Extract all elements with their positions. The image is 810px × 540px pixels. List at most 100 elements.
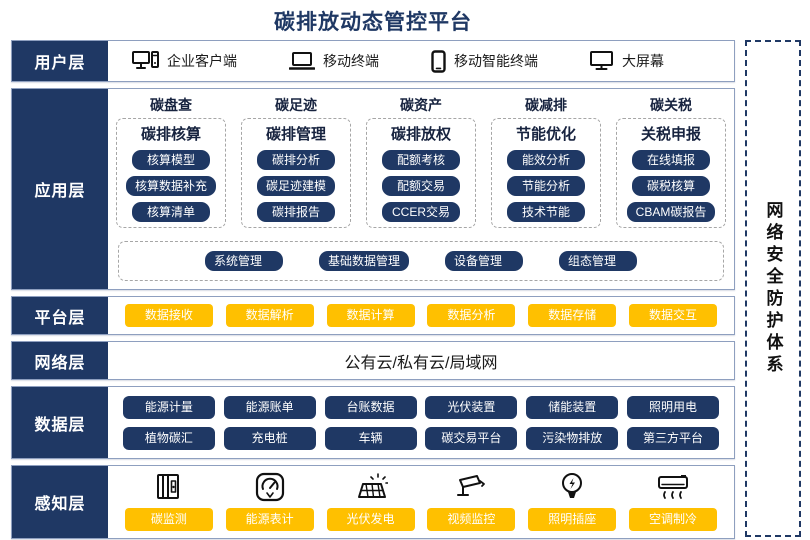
app-group-header: 碳足迹 — [275, 97, 317, 113]
app-group-header: 碳盘查 — [150, 97, 192, 113]
data-source-chip: 充电桩 — [223, 426, 316, 450]
data-source-chip: 照明用电 — [627, 395, 720, 419]
app-group-subheader: 节能优化 — [515, 126, 576, 143]
platform-layer-content: 数据接收 数据解析 数据计算 数据分析 数据存储 数据交互 — [108, 297, 734, 334]
perception-item-air-conditioning: 空调制冷 — [629, 468, 718, 531]
app-module-chip: CBAM碳报告 — [626, 202, 716, 222]
app-module-chip: 能效分析 — [507, 150, 585, 170]
platform-chip: 数据存储 — [528, 304, 617, 327]
monitor-icon — [590, 51, 614, 71]
application-layer-content: 碳盘查 碳排核算 核算模型 核算数据补充 核算清单 碳足迹 碳排管理 碳排分析 … — [108, 89, 734, 289]
app-module-chip: 节能分析 — [507, 176, 585, 196]
app-module-chip: CCER交易 — [382, 202, 460, 222]
data-source-chip: 碳交易平台 — [425, 426, 518, 450]
layer-user: 用户层 企业客户端 — [11, 40, 735, 82]
data-row-2: 植物碳汇 充电桩 车辆 碳交易平台 污染物排放 第三方平台 — [114, 426, 728, 450]
cctv-camera-icon — [455, 468, 487, 502]
energy-meter-icon — [255, 468, 285, 502]
layer-label-network: 网络层 — [12, 342, 108, 379]
app-group-carbon-footprint: 碳足迹 碳排管理 碳排分析 碳足迹建模 碳排报告 — [241, 95, 351, 228]
layer-data: 数据层 能源计量 能源账单 台账数据 光伏装置 储能装置 照明用电 植物碳汇 充… — [11, 386, 735, 459]
smartphone-icon — [431, 49, 446, 73]
user-item-smart-mobile: 移动智能终端 — [431, 49, 538, 73]
app-module-chip: 碳税核算 — [632, 176, 710, 196]
data-source-chip: 储能装置 — [526, 395, 619, 419]
app-common-chip: 基础数据管理 — [318, 251, 409, 271]
layer-platform: 平台层 数据接收 数据解析 数据计算 数据分析 数据存储 数据交互 — [11, 296, 735, 335]
app-module-chip: 配额考核 — [382, 150, 460, 170]
app-group-box: 碳排核算 核算模型 核算数据补充 核算清单 — [116, 118, 226, 228]
app-group-box: 关税申报 在线填报 碳税核算 CBAM碳报告 — [616, 118, 726, 228]
perception-chip: 视频监控 — [427, 508, 516, 531]
platform-chip: 数据分析 — [427, 304, 516, 327]
app-group-carbon-tariff: 碳关税 关税申报 在线填报 碳税核算 CBAM碳报告 — [616, 95, 726, 228]
app-group-carbon-asset: 碳资产 碳排放权 配额考核 配额交易 CCER交易 — [366, 95, 476, 228]
app-module-chip: 核算模型 — [132, 150, 210, 170]
perception-item-solar-power: 光伏发电 — [326, 468, 415, 531]
data-source-chip: 能源计量 — [122, 395, 215, 419]
light-bulb-icon — [560, 468, 584, 502]
app-common-chip: 系统管理 — [204, 251, 283, 271]
app-group-box: 碳排管理 碳排分析 碳足迹建模 碳排报告 — [241, 118, 351, 228]
data-layer-content: 能源计量 能源账单 台账数据 光伏装置 储能装置 照明用电 植物碳汇 充电桩 车… — [108, 387, 734, 458]
perception-chip: 光伏发电 — [326, 508, 415, 531]
data-source-chip: 光伏装置 — [425, 395, 518, 419]
app-module-chip: 碳足迹建模 — [256, 176, 335, 196]
user-item-big-screen: 大屏幕 — [590, 51, 664, 71]
app-group-box: 节能优化 能效分析 节能分析 技术节能 — [491, 118, 601, 228]
user-item-label: 移动智能终端 — [454, 53, 538, 69]
app-group-carbon-inventory: 碳盘查 碳排核算 核算模型 核算数据补充 核算清单 — [116, 95, 226, 228]
user-layer-content: 企业客户端 移动终端 移动智能终端 — [108, 41, 734, 81]
app-group-carbon-reduction: 碳减排 节能优化 能效分析 节能分析 技术节能 — [491, 95, 601, 228]
platform-chip: 数据解析 — [225, 304, 314, 327]
user-item-label: 大屏幕 — [622, 53, 664, 69]
laptop-icon — [289, 51, 315, 71]
architecture-diagram: 用户层 企业客户端 — [11, 40, 735, 539]
app-module-chip: 核算数据补充 — [125, 176, 216, 196]
data-source-chip: 污染物排放 — [526, 426, 619, 450]
data-source-chip: 车辆 — [324, 426, 417, 450]
desktop-pc-icon — [132, 51, 159, 71]
app-group-header: 碳资产 — [400, 97, 442, 113]
app-group-subheader: 碳排放权 — [390, 126, 451, 143]
app-group-subheader: 碳排核算 — [140, 126, 201, 143]
data-source-chip: 第三方平台 — [627, 426, 720, 450]
app-group-box: 碳排放权 配额考核 配额交易 CCER交易 — [366, 118, 476, 228]
solar-panel-icon — [354, 468, 388, 502]
air-conditioner-icon — [657, 468, 689, 502]
layer-label-application: 应用层 — [12, 89, 108, 289]
app-group-subheader: 关税申报 — [640, 126, 701, 143]
app-common-modules-box: 系统管理 基础数据管理 设备管理 组态管理 — [118, 241, 724, 281]
page-title: 碳排放动态管控平台 — [274, 11, 472, 34]
app-common-chip: 组态管理 — [559, 251, 637, 271]
app-module-chip: 核算清单 — [132, 202, 210, 222]
app-module-chip: 在线填报 — [632, 150, 710, 170]
platform-chip: 数据交互 — [629, 304, 718, 327]
user-item-label: 移动终端 — [323, 53, 379, 69]
security-panel-label: 网络安全防护体系 — [763, 200, 783, 377]
platform-chip: 数据计算 — [326, 304, 415, 327]
perception-chip: 能源表计 — [225, 508, 314, 531]
layer-label-user: 用户层 — [12, 41, 108, 81]
app-common-chip: 设备管理 — [445, 251, 523, 271]
user-item-enterprise-client: 企业客户端 — [132, 51, 237, 71]
app-group-subheader: 碳排管理 — [265, 126, 326, 143]
layer-application: 应用层 碳盘查 碳排核算 核算模型 核算数据补充 核算清单 碳足迹 碳排管理 — [11, 88, 735, 290]
data-row-1: 能源计量 能源账单 台账数据 光伏装置 储能装置 照明用电 — [114, 395, 728, 419]
layer-label-data: 数据层 — [12, 387, 108, 458]
platform-chip: 数据接收 — [124, 304, 213, 327]
data-source-chip: 能源账单 — [223, 395, 316, 419]
perception-item-energy-meter: 能源表计 — [225, 468, 314, 531]
app-module-chip: 碳排分析 — [257, 150, 335, 170]
app-module-chip: 碳排报告 — [257, 202, 335, 222]
layer-label-platform: 平台层 — [12, 297, 108, 334]
perception-item-video-surveillance: 视频监控 — [427, 468, 516, 531]
perception-item-carbon-monitoring: 碳监测 — [124, 468, 213, 531]
layer-perception: 感知层 碳监测 — [11, 465, 735, 539]
data-source-chip: 植物碳汇 — [122, 426, 215, 450]
app-group-header: 碳关税 — [650, 97, 692, 113]
carbon-monitor-icon — [154, 468, 184, 502]
app-group-header: 碳减排 — [525, 97, 567, 113]
perception-item-lighting-socket: 照明插座 — [528, 468, 617, 531]
perception-layer-content: 碳监测 能源表计 — [108, 466, 734, 538]
